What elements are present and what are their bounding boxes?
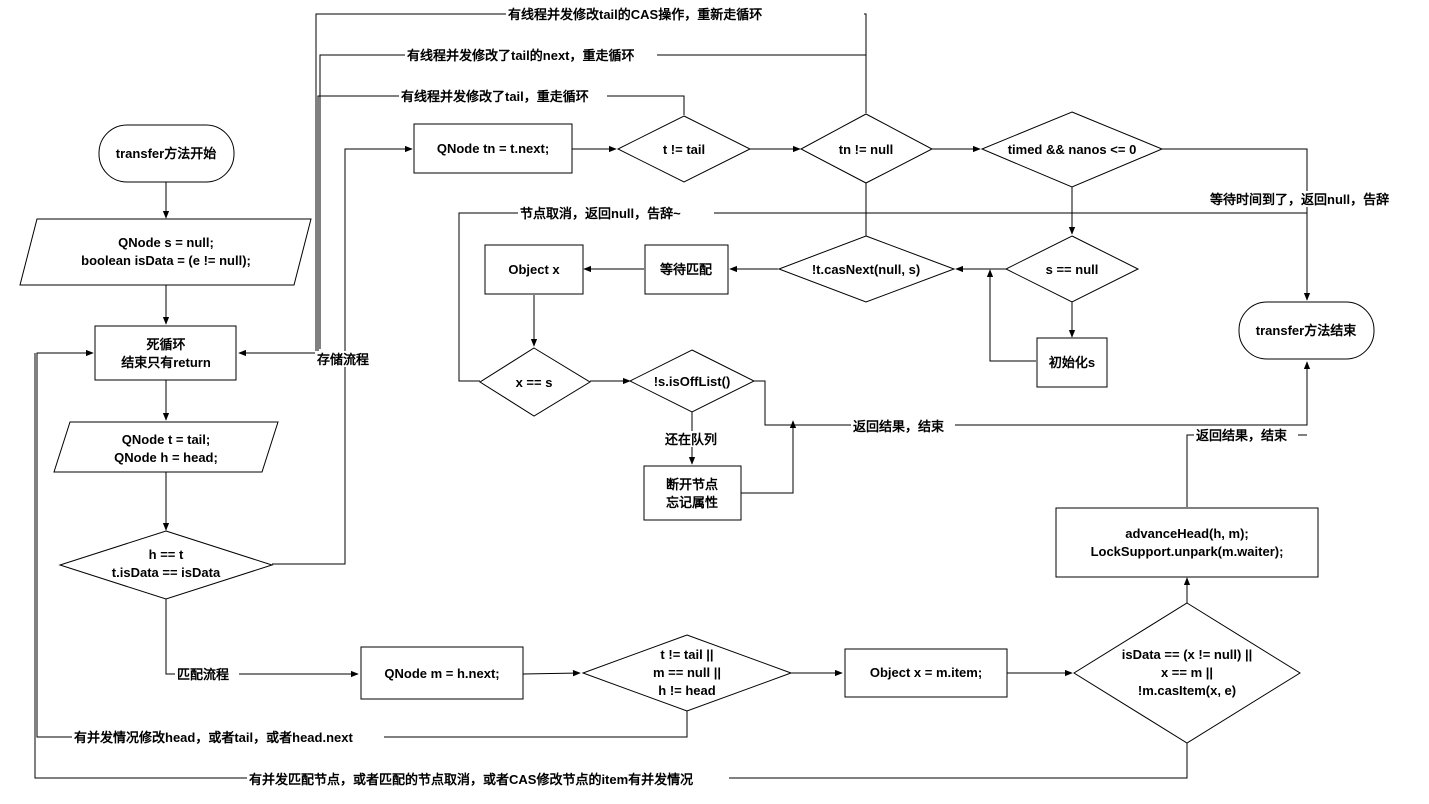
node-obj-x: Object x (484, 244, 584, 295)
node-off-list: !s.isOffList() (628, 349, 756, 413)
node-x-eq-s: x == s (479, 347, 591, 417)
node-tn-assign-label: QNode tn = t.next; (437, 141, 549, 156)
label-timeout-null: 等待时间到了，返回null，告辞 (1209, 192, 1389, 207)
label-store-flow: 存储流程 (317, 352, 369, 367)
edge-unlink-merge (741, 420, 797, 494)
edge-advance-end (1186, 434, 1307, 507)
node-loop-line1: 死循环 (146, 337, 185, 352)
node-m-assign: QNode m = h.next; (360, 646, 524, 700)
node-await-label: 等待匹配 (659, 262, 712, 277)
node-tn-ne-null: tn != null (799, 113, 934, 184)
node-m-cond-line1: t != tail || (660, 647, 713, 662)
node-start-label: transfer方法开始 (116, 146, 216, 161)
node-x-eq-s-label: x == s (516, 375, 553, 390)
node-init-s: 初始化s (1036, 337, 1108, 388)
label-concurrent-match: 有并发匹配节点，或者匹配的节点取消，或者CAS修改节点的item有并发情况 (249, 772, 693, 787)
edge-inits-back (986, 269, 1036, 362)
node-loop: 死循环 结束只有return (94, 325, 237, 381)
node-read-line2: QNode h = head; (114, 450, 218, 465)
node-unlink-line2: 忘记属性 (666, 495, 718, 510)
node-match-cond-line1: isData == (x != null) || (1122, 647, 1252, 662)
label-tail-retry: 有线程并发修改了tail，重走循环 (401, 89, 589, 104)
node-advance-line2: LockSupport.unpark(m.waiter); (1091, 544, 1284, 559)
label-still-in-queue: 还在队列 (664, 432, 717, 447)
label-cancel-null: 节点取消，返回null，告辞~ (520, 206, 681, 221)
node-advance: advanceHead(h, m); LockSupport.unpark(m.… (1055, 507, 1319, 578)
node-unlink-line1: 断开节点 (666, 477, 718, 492)
edge-match-flow (165, 598, 359, 678)
node-start: transfer方法开始 (98, 124, 235, 183)
node-t-ne-tail-label: t != tail (663, 142, 705, 157)
node-init: QNode s = null; boolean isData = (e != n… (19, 218, 312, 286)
label-cas-tail-retry: 有线程并发修改tail的CAS操作，重新走循环 (508, 7, 762, 22)
node-read-line1: QNode t = tail; (122, 432, 210, 447)
node-obj-x-label: Object x (508, 262, 560, 277)
node-s-null: s == null (1004, 235, 1140, 303)
node-off-list-label: !s.isOffList() (654, 374, 731, 389)
node-loop-line2: 结束只有return (121, 355, 211, 370)
node-read: QNode t = tail; QNode h = head; (53, 421, 279, 473)
node-match-cond-line2: x == m || (1161, 665, 1213, 680)
node-m-cond: t != tail || m == null || h != head (581, 634, 793, 712)
node-unlink: 断开节点 忘记属性 (643, 465, 742, 521)
node-init-s-label: 初始化s (1049, 355, 1095, 370)
edge-offlist-end (754, 361, 1311, 426)
node-tn-assign: QNode tn = t.next; (413, 123, 573, 174)
node-cond-mode: h == t t.isData == isData (58, 530, 274, 600)
edge-massign-mcond (522, 669, 581, 677)
node-advance-line1: advanceHead(h, m); (1125, 526, 1249, 541)
node-init-line2: boolean isData = (e != null); (81, 253, 251, 268)
node-t-ne-tail: t != tail (616, 115, 752, 183)
edge-retry-cas-tail (238, 13, 867, 357)
node-tn-ne-null-label: tn != null (839, 142, 894, 157)
node-m-assign-label: QNode m = h.next; (384, 666, 499, 681)
label-tail-next-retry: 有线程并发修改了tail的next，重走循环 (407, 48, 635, 63)
node-timed-label: timed && nanos <= 0 (1008, 142, 1137, 157)
node-end-label: transfer方法结束 (1256, 323, 1357, 338)
node-cond-mode-line2: t.isData == isData (112, 565, 221, 580)
node-match-cond-line3: !m.casItem(x, e) (1138, 683, 1236, 698)
edge-retry-tail-next (319, 54, 866, 349)
node-match-cond: isData == (x != null) || x == m || !m.ca… (1073, 602, 1301, 744)
node-m-cond-line3: h != head (658, 683, 715, 698)
node-m-cond-line2: m == null || (653, 665, 721, 680)
node-item-label: Object x = m.item; (870, 665, 982, 680)
label-return-result-a: 返回结果，结束 (853, 419, 945, 434)
node-init-line1: QNode s = null; (118, 235, 214, 250)
node-cas-next: !t.casNext(null, s) (777, 235, 956, 303)
edge-timed-end (1162, 148, 1311, 301)
node-cas-next-label: !t.casNext(null, s) (812, 262, 920, 277)
edge-retry-head (36, 349, 688, 738)
node-await: 等待匹配 (644, 244, 729, 295)
node-cond-mode-line1: h == t (149, 547, 184, 562)
node-timed: timed && nanos <= 0 (980, 111, 1164, 188)
node-item: Object x = m.item; (844, 648, 1008, 698)
label-return-result-b: 返回结果，结束 (1196, 428, 1288, 443)
label-concurrent-head: 有并发情况修改head，或者tail，或者head.next (74, 730, 353, 745)
edge-labels: 有线程并发修改tail的CAS操作，重新走循环 有线程并发修改了tail的nex… (72, 6, 1406, 787)
node-end: transfer方法结束 (1238, 301, 1375, 360)
label-match-flow: 匹配流程 (177, 667, 229, 682)
node-s-null-label: s == null (1046, 262, 1099, 277)
edge-cancel-end (458, 212, 1307, 382)
